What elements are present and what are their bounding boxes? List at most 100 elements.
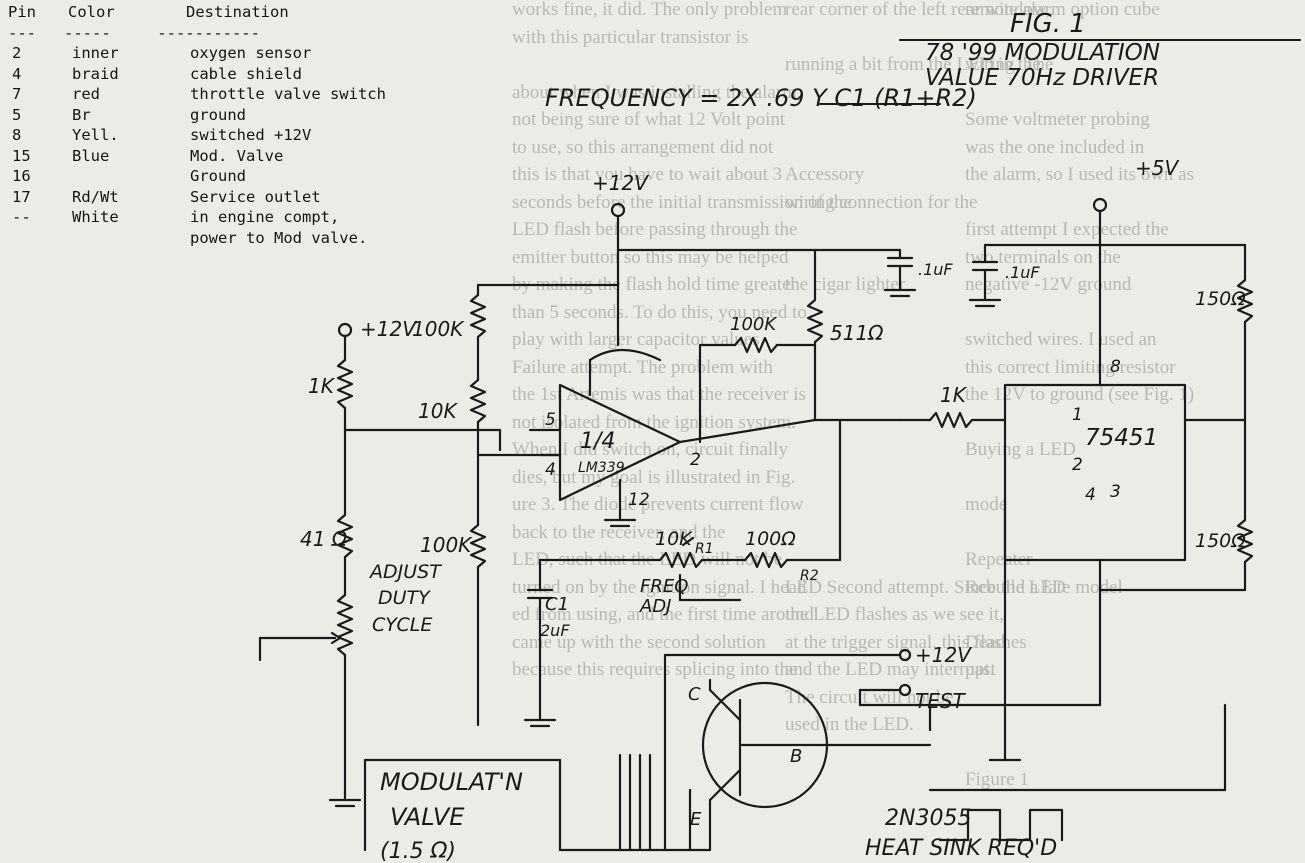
pin-destination: Mod. Valve [190, 146, 284, 165]
top-rail-labels: +12V .1uF 511Ω [592, 171, 953, 345]
ghost-line: Dead [965, 631, 1006, 653]
ghost-line: this correct limiting resistor [965, 356, 1176, 378]
label-ic2-pin1: 1 [1072, 405, 1083, 425]
pin-number: -- [12, 208, 31, 226]
ghost-line: works fine, it did. The only problem [512, 0, 788, 20]
ghost-line: negative -12V ground [965, 274, 1132, 295]
ghost-column-3: rear corner of the left rear window,runn… [785, 0, 1066, 739]
ghost-line: The circuit will not be [785, 686, 954, 708]
label-100ohm: 100Ω [745, 528, 796, 550]
wire-color: braid [72, 64, 119, 83]
pin-destination: Ground [190, 167, 246, 185]
ghost-line: Figure 1 [965, 769, 1029, 790]
label-heat-sink: HEAT SINK REQ'D [865, 836, 1057, 861]
ghost-line: running a bit from the LED in the [785, 54, 1041, 75]
ladder-labels: 100K 10K 100K [412, 317, 473, 557]
ghost-line: Accessory [785, 164, 865, 185]
ghost-line: mode [965, 494, 1008, 515]
label-valve: VALVE [390, 803, 465, 831]
ghost-line: turned on by the ignition signal. I head [512, 576, 807, 598]
label-opamp-quarter: 1/4 [580, 429, 615, 454]
driver-75451 [898, 197, 1254, 762]
label-5v: +5V [1135, 156, 1179, 180]
output-stage [363, 648, 1227, 852]
ghost-line: and the LED may interrupt. [785, 659, 995, 680]
left-divider-network [258, 322, 502, 808]
label-test: TEST [915, 689, 967, 713]
label-ic2-pin2: 2 [1072, 455, 1083, 475]
pin-number: 2 [12, 44, 22, 62]
label-1k-left: 1K [308, 374, 336, 398]
ghost-line: LED Second attempt. Since the LED [785, 576, 1066, 598]
ghost-line: the 1st Artemis was that the receiver is [512, 384, 806, 405]
header-color: Color [68, 3, 115, 21]
label-ic-75451: 75451 [1085, 425, 1158, 451]
label-12v-left: +12V [360, 317, 417, 341]
label-ic2-pin3: 3 [1110, 482, 1121, 502]
top-12v-rail [610, 202, 917, 422]
label-r2: R2 [800, 568, 819, 584]
pin-table-header: Pin Color Destination [8, 2, 386, 23]
ghost-line: When I did switch on, circuit finally [512, 439, 788, 460]
ghost-line: emitter button so this may be helped [512, 246, 789, 268]
op-amp-labels: 1/4 LM339 5 4 2 12 100K [545, 314, 777, 510]
op-amp-lm339 [528, 336, 902, 528]
ghost-line: first attempt I expected the [965, 219, 1169, 240]
label-duty: DUTY [378, 587, 431, 609]
header-pin: Pin [8, 3, 36, 21]
ghost-line: wiring connection for the [785, 191, 978, 213]
wire-color: White [72, 208, 119, 226]
ghost-line: LED flash before passing through the [512, 219, 798, 240]
pin-number: 8 [12, 126, 22, 144]
label-c1-value: 2uF [540, 621, 570, 640]
pin-number: 4 [12, 64, 22, 83]
wire-color: inner [72, 44, 119, 62]
pin-table-row: 16 Ground [8, 166, 386, 187]
label-10k-b: 10K [655, 528, 693, 550]
ghost-line: wiring. The [965, 54, 1054, 75]
ghost-line: was the one included in [965, 136, 1145, 158]
figure-title-block: FIG. 1 78 '99 MODULATION VALUE 70Hz DRIV… [545, 9, 1301, 112]
label-150ohm-b: 150Ω [1195, 530, 1246, 552]
ghost-line: with this particular transistor is [512, 26, 749, 48]
label-12v-top: +12V [592, 171, 649, 195]
pin-destination: oxygen sensor [190, 44, 312, 62]
pin-number: 5 [12, 105, 22, 124]
ghost-line: this is that you have to wait about 3 [512, 164, 783, 185]
ghost-line: two terminals on the [965, 246, 1121, 268]
ghost-line: remote alarm option cube [965, 0, 1160, 20]
label-150ohm-a: 150Ω [1195, 288, 1246, 310]
ghost-line: the LED flashes as we see it, [785, 604, 1004, 625]
label-freq: FREQ [640, 576, 688, 597]
label-pin-12: 12 [628, 490, 650, 510]
label-ic2-pin4: 4 [1085, 485, 1096, 505]
label-pin-5: 5 [545, 410, 556, 430]
pin-table: Pin Color Destination --- ----- ----------… [8, 2, 386, 248]
ghost-column-2: works fine, it did. The only problem with… [512, 0, 852, 684]
driver-labels: 1K +5V .1uF 150Ω 150Ω 75451 1 2 4 8 3 [940, 156, 1246, 552]
figure-line-1: 78 '99 MODULATION [925, 40, 1160, 66]
ghost-line: seconds before the initial transmission … [512, 191, 852, 213]
ghost-line: the alarm, so I used its own as [965, 164, 1195, 185]
ghost-line: ure 3. The diode prevents current flow [512, 494, 804, 515]
pin-destination: ground [190, 105, 246, 124]
figure-line-2: VALUE 70Hz DRIVER [925, 65, 1159, 91]
label-100k-fb: 100K [730, 314, 777, 335]
pin-table-row: power to Mod valve. [8, 228, 386, 249]
ghost-line: about when I was installing the alarm, [512, 81, 802, 103]
pin-number: 16 [12, 167, 31, 185]
ghost-line: ed from using, and the first time around [512, 604, 814, 625]
label-1k-mid: 1K [940, 383, 968, 407]
left-labels: +12V 1K 41 Ω ADJUST DUTY CYCLE [300, 317, 442, 636]
label-t-emitter: E [690, 809, 702, 830]
pin-table-separator: --- ----- ----------- [8, 23, 260, 42]
header-destination: Destination [186, 3, 289, 21]
